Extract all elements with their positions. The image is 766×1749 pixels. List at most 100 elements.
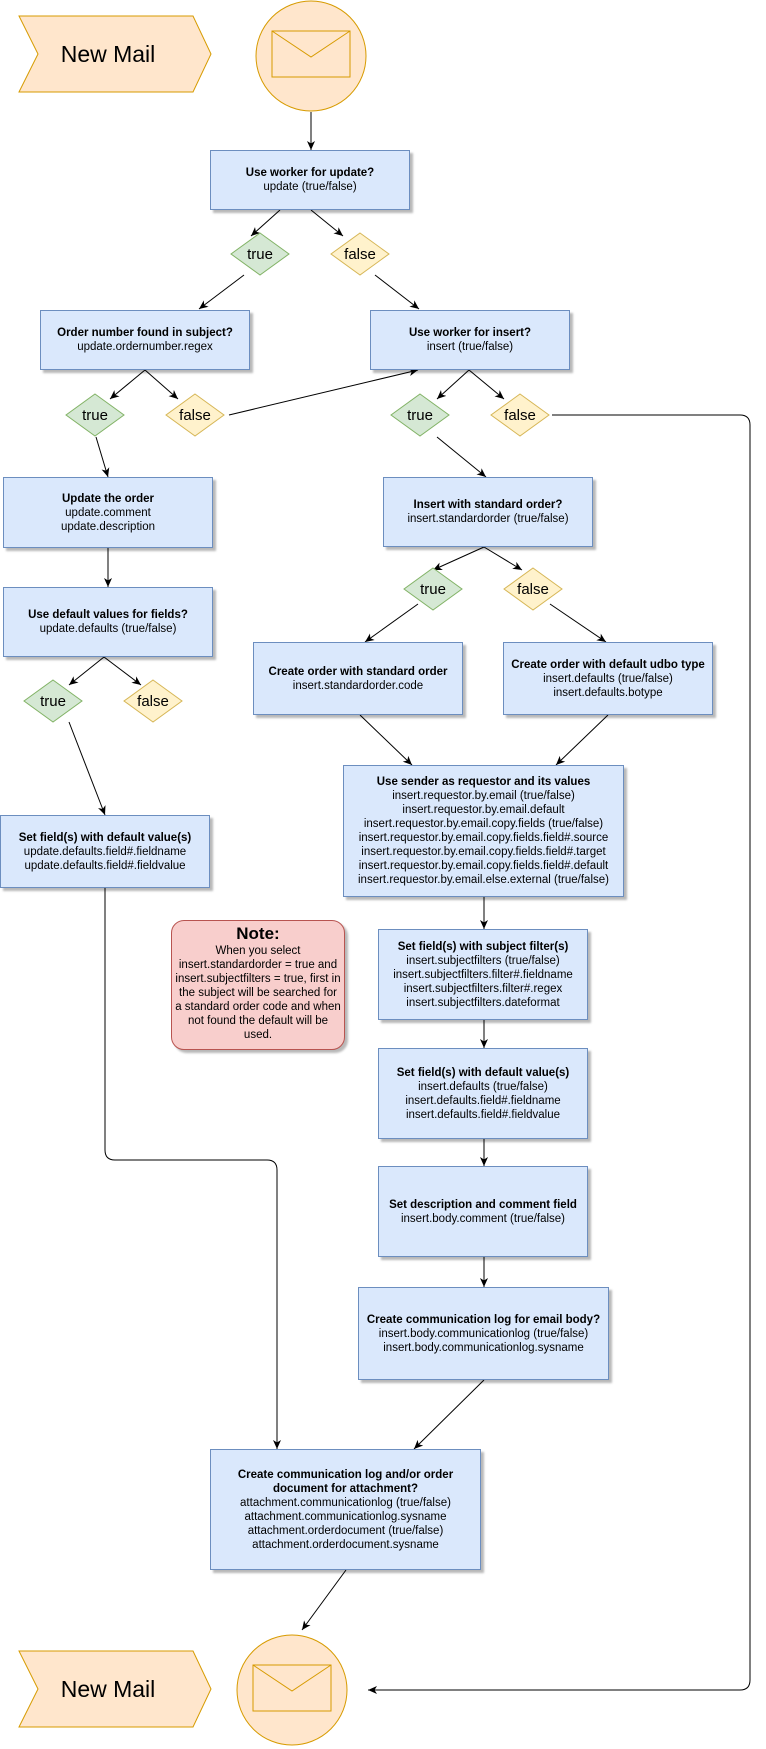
node-line: update (true/false): [263, 181, 357, 193]
node-title: Set field(s) with subject filter(s): [397, 940, 569, 953]
decision-label: true: [420, 580, 446, 598]
node-line: insert.requestor.by.email.default: [402, 804, 565, 816]
node-line: update.ordernumber.regex: [77, 341, 213, 353]
decision-defaults-false: false: [123, 679, 183, 723]
node-title: Insert with standard order?: [413, 499, 563, 511]
node-use-sender-requestor: Use sender as requestor and its values i…: [343, 765, 624, 897]
node-line: insert.defaults.field#.fieldvalue: [405, 1108, 561, 1121]
node-create-order-standard: Create order with standard order insert.…: [253, 642, 463, 715]
edge-standardorder-to-true: [432, 546, 485, 571]
node-line: insert.requestor.by.email.copy.fields.fi…: [361, 846, 606, 858]
node-line: insert.subjectfilters.filter#.fieldname: [393, 968, 573, 981]
decision-update-false: false: [330, 232, 390, 276]
start-new-mail-shape: New Mail: [18, 15, 212, 93]
edge-defaults-to-false: [103, 656, 142, 686]
node-line: insert.body.communicationlog.sysname: [383, 1341, 584, 1354]
decision-label: true: [407, 406, 433, 424]
node-line: update.description: [61, 520, 155, 533]
node-line: insert.defaults (true/false): [543, 672, 673, 685]
decision-insert-false: false: [490, 393, 550, 437]
node-line: insert.standardorder (true/false): [407, 513, 569, 525]
edge-true-to-ordernumber: [198, 274, 245, 310]
node-line: attachment.communicationlog (true/false): [240, 1496, 451, 1509]
node-line: update.comment: [65, 506, 151, 519]
edge-attachment-to-end: [301, 1569, 347, 1631]
decision-label: false: [517, 580, 549, 598]
decision-label: true: [247, 245, 273, 263]
decision-ordernumber-true: true: [65, 393, 125, 437]
node-title: Update the order: [61, 492, 154, 505]
node-title: Create communication log for email body?: [366, 1313, 601, 1326]
node-line: update.defaults (true/false): [39, 623, 177, 635]
start-new-mail-label: New Mail: [60, 40, 156, 67]
node-line: insert.defaults (true/false): [418, 1080, 548, 1093]
node-line: insert.subjectfilters.dateformat: [406, 996, 560, 1009]
node-update-order: Update the order update.comment update.d…: [3, 477, 213, 548]
decision-insert-true: true: [390, 393, 450, 437]
edge-defaults-to-true: [68, 656, 105, 686]
edge-true-to-createstandard: [364, 603, 419, 643]
edge-ordernumber-to-false: [144, 369, 179, 400]
node-subject-filter: Set field(s) with subject filter(s) inse…: [378, 929, 588, 1020]
decision-standard-false: false: [503, 567, 563, 611]
node-line: attachment.communicationlog.sysname: [244, 1510, 447, 1523]
edge-setfields-to-attachment: [104, 888, 281, 1449]
node-set-description: Set description and comment field insert…: [378, 1166, 588, 1257]
node-line: insert.requestor.by.email.else.external …: [358, 874, 609, 886]
edge-false-to-createdefault: [549, 603, 607, 643]
node-line: insert.requestor.by.email (true/false): [392, 790, 575, 802]
node-line: insert.body.communicationlog (true/false…: [378, 1327, 589, 1340]
node-line: insert.subjectfilters (true/false): [406, 954, 560, 967]
end-new-mail-label: New Mail: [60, 1675, 156, 1702]
decision-label: false: [179, 406, 211, 424]
start-mail-event: [255, 0, 367, 112]
node-order-number-found: Order number found in subject? update.or…: [40, 310, 250, 370]
node-comm-log-attachment: Create communication log and/or order do…: [210, 1449, 481, 1570]
edge-standardorder-to-false: [483, 546, 523, 571]
node-line: insert (true/false): [426, 341, 514, 353]
decision-label: false: [137, 692, 169, 710]
node-title: Create communication log and/or order do…: [237, 1468, 454, 1495]
decision-label: false: [504, 406, 536, 424]
node-line: insert.requestor.by.email.copy.fields.fi…: [358, 832, 609, 844]
node-comm-log-body: Create communication log for email body?…: [358, 1287, 609, 1380]
node-create-order-default: Create order with default udbo type inse…: [503, 642, 713, 715]
edge-update-to-false: [310, 209, 344, 237]
note-text: When you select insert.standardorder = t…: [175, 945, 341, 1041]
node-title: Use worker for update?: [245, 167, 375, 179]
edge-false-to-insertworker-2: [228, 368, 419, 416]
node-title: Order number found in subject?: [57, 327, 233, 339]
node-use-worker-insert: Use worker for insert? insert (true/fals…: [370, 310, 570, 370]
edge-false-to-end: [368, 414, 751, 1694]
node-line: insert.body.comment (true/false): [400, 1212, 566, 1225]
node-use-worker-update: Use worker for update? update (true/fals…: [210, 150, 410, 210]
node-set-fields-insert: Set field(s) with default value(s) inser…: [378, 1048, 588, 1139]
envelope-icon: [271, 30, 351, 78]
decision-label: true: [82, 406, 108, 424]
node-insert-standard-order: Insert with standard order? insert.stand…: [383, 477, 593, 547]
edge-createstandard-to-sender: [359, 714, 413, 766]
edge-createdefault-to-sender: [555, 714, 609, 766]
node-title: Use sender as requestor and its values: [376, 776, 591, 788]
node-title: Set description and comment field: [389, 1198, 577, 1211]
edge-insertworker-to-true: [436, 369, 470, 400]
edge-true-to-standardorder: [436, 436, 487, 478]
node-line: insert.subjectfilters.filter#.regex: [403, 982, 563, 995]
node-title: Set field(s) with default value(s): [18, 831, 192, 844]
node-line: insert.standardorder.code: [292, 679, 424, 692]
node-line: update.defaults.field#.fieldname: [23, 845, 187, 858]
edge-update-to-true: [250, 209, 281, 237]
note-title: Note:: [236, 924, 280, 943]
decision-update-true: true: [230, 232, 290, 276]
node-title: Use worker for insert?: [408, 327, 532, 339]
envelope-icon: [252, 1664, 332, 1712]
node-line: attachment.orderdocument.sysname: [252, 1538, 439, 1551]
node-line: insert.requestor.by.email.copy.fields (t…: [363, 818, 604, 830]
node-title: Set field(s) with default value(s): [396, 1066, 570, 1079]
node-line: insert.defaults.botype: [553, 686, 663, 699]
decision-label: true: [40, 692, 66, 710]
node-line: insert.defaults.field#.fieldname: [405, 1094, 561, 1107]
node-line: update.defaults.field#.fieldvalue: [24, 859, 186, 872]
node-line: insert.requestor.by.email.copy.fields.fi…: [358, 860, 609, 872]
decision-label: false: [344, 245, 376, 263]
